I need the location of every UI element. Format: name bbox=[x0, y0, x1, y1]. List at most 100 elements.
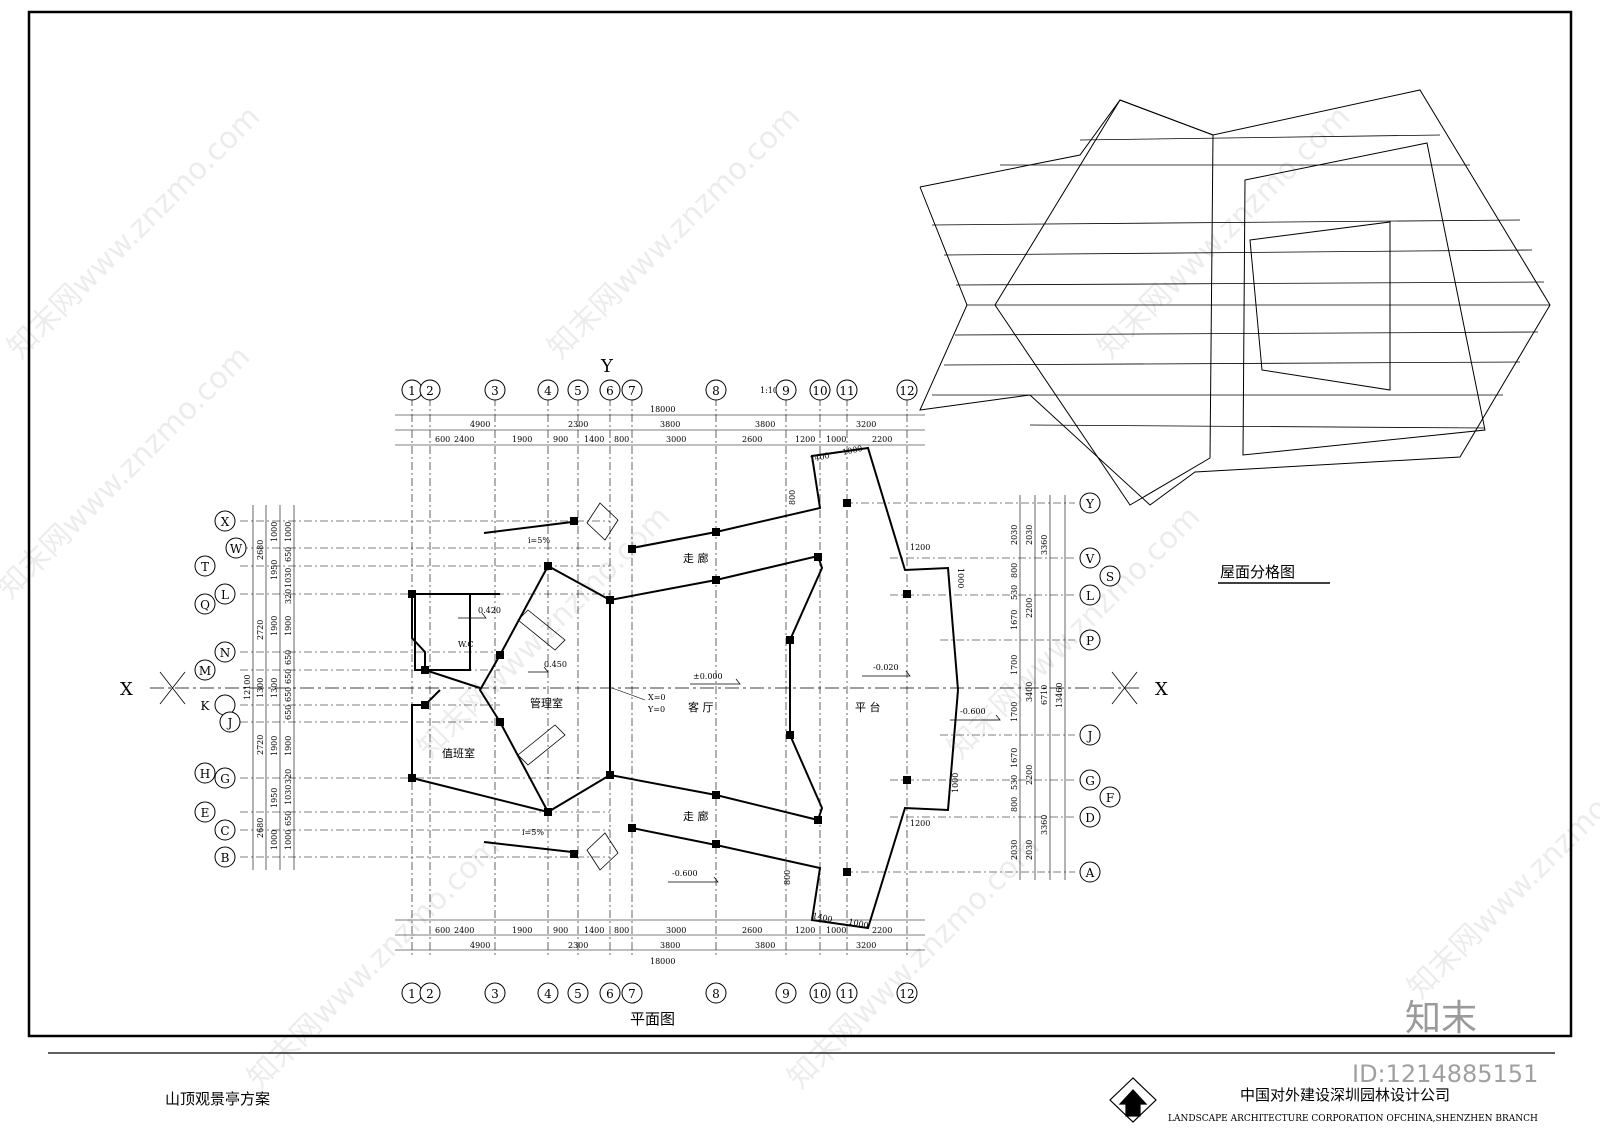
dim-left-col4: 1000 650 1030 320 1900 650 650 650 650 1… bbox=[284, 522, 293, 850]
svg-text:E: E bbox=[201, 806, 210, 820]
svg-text:800: 800 bbox=[614, 435, 629, 444]
svg-text:320: 320 bbox=[284, 769, 293, 784]
svg-text:1000: 1000 bbox=[270, 522, 279, 542]
svg-text:D: D bbox=[1085, 811, 1095, 825]
origin-x: X=0 bbox=[648, 693, 666, 702]
svg-text:1000: 1000 bbox=[284, 522, 293, 542]
svg-text:3800: 3800 bbox=[755, 420, 775, 429]
svg-text:12100: 12100 bbox=[243, 675, 252, 700]
svg-text:V: V bbox=[1085, 552, 1095, 566]
svg-text:800: 800 bbox=[788, 490, 797, 505]
svg-text:S: S bbox=[1106, 570, 1114, 584]
svg-text:1030: 1030 bbox=[284, 785, 293, 805]
company-en: LANDSCAPE ARCHITECTURE CORPORATION OFCHI… bbox=[1168, 1114, 1538, 1124]
corner-dims-top: 1400 1000 800 1200 1000 bbox=[788, 444, 965, 588]
dimension-lines-left bbox=[252, 495, 1066, 880]
svg-text:8: 8 bbox=[712, 384, 720, 398]
svg-text:1670: 1670 bbox=[1010, 610, 1019, 630]
svg-text:1950: 1950 bbox=[270, 560, 279, 580]
svg-text:6: 6 bbox=[606, 384, 614, 398]
level-marks bbox=[458, 612, 1001, 883]
svg-text:2030: 2030 bbox=[1010, 525, 1019, 545]
svg-text:1200: 1200 bbox=[795, 926, 815, 935]
svg-text:J: J bbox=[226, 716, 233, 730]
grid-labels-bottom: 1 2 3 4 5 6 7 8 9 10 11 12 bbox=[408, 987, 914, 1001]
svg-text:1200: 1200 bbox=[910, 819, 930, 828]
svg-text:2300: 2300 bbox=[568, 420, 588, 429]
svg-text:1700: 1700 bbox=[1010, 702, 1019, 722]
level-wc: 0.420 bbox=[478, 606, 501, 615]
svg-text:3: 3 bbox=[491, 384, 499, 398]
svg-text:9: 9 bbox=[782, 384, 790, 398]
svg-text:2200: 2200 bbox=[1025, 598, 1034, 618]
svg-text:2300: 2300 bbox=[568, 941, 588, 950]
grid-bubbles-bottom bbox=[401, 982, 918, 1004]
svg-text:G: G bbox=[220, 772, 230, 786]
origin-y: Y=0 bbox=[647, 705, 665, 714]
svg-text:G: G bbox=[1085, 774, 1095, 788]
svg-text:600: 600 bbox=[435, 926, 450, 935]
corner-dims-bottom: 1400 1000 800 1200 1000 bbox=[783, 773, 960, 931]
grid-labels-top: 1 2 3 4 5 6 7 8 9 10 11 12 bbox=[408, 384, 914, 398]
scale-label: 1:100 bbox=[760, 386, 783, 395]
svg-text:4900: 4900 bbox=[470, 420, 490, 429]
dim-row1-top: 4900 2300 3800 3800 3200 bbox=[470, 420, 876, 429]
svg-text:320: 320 bbox=[284, 589, 293, 604]
svg-text:800: 800 bbox=[1010, 797, 1019, 812]
svg-text:3800: 3800 bbox=[755, 941, 775, 950]
svg-text:4900: 4900 bbox=[470, 941, 490, 950]
dim-right-col4: 2030 800 530 1670 1700 1700 1670 530 800… bbox=[1010, 525, 1019, 860]
svg-text:2400: 2400 bbox=[454, 435, 474, 444]
dim-row1-bottom: 4900 2300 3800 3800 3200 bbox=[470, 941, 876, 950]
svg-text:知末网www.znzmo.com: 知末网www.znzmo.com bbox=[0, 339, 257, 605]
origin-leader bbox=[611, 687, 646, 701]
svg-text:C: C bbox=[220, 824, 229, 838]
level-living: ±0.000 bbox=[693, 672, 723, 681]
svg-text:N: N bbox=[220, 646, 231, 660]
svg-text:M: M bbox=[199, 664, 211, 678]
company-logo bbox=[1109, 1077, 1157, 1123]
svg-text:1900: 1900 bbox=[270, 616, 279, 636]
svg-text:8: 8 bbox=[712, 987, 720, 1001]
svg-text:2030: 2030 bbox=[1010, 840, 1019, 860]
svg-text:1300: 1300 bbox=[256, 678, 265, 698]
svg-text:5: 5 bbox=[574, 384, 582, 398]
svg-text:知末网www.znzmo.com: 知末网www.znzmo.com bbox=[541, 99, 807, 365]
company-cn: 中国对外建设深圳园林设计公司 bbox=[1240, 1086, 1450, 1104]
watermark-brand: 知末 bbox=[1405, 998, 1477, 1039]
svg-text:12: 12 bbox=[899, 987, 914, 1001]
svg-text:1030: 1030 bbox=[284, 568, 293, 588]
svg-text:11: 11 bbox=[839, 384, 854, 398]
svg-text:1000: 1000 bbox=[951, 773, 960, 793]
svg-text:1000: 1000 bbox=[284, 830, 293, 850]
svg-text:1900: 1900 bbox=[284, 616, 293, 636]
svg-text:2680: 2680 bbox=[256, 818, 265, 838]
svg-text:3360: 3360 bbox=[1040, 815, 1049, 835]
svg-text:2720: 2720 bbox=[256, 735, 265, 755]
svg-text:530: 530 bbox=[1010, 775, 1019, 790]
svg-text:1400: 1400 bbox=[584, 435, 604, 444]
level-outer-right: -0.600 bbox=[960, 707, 986, 716]
svg-text:1: 1 bbox=[408, 384, 416, 398]
svg-text:L: L bbox=[1086, 589, 1094, 603]
svg-text:3360: 3360 bbox=[1040, 535, 1049, 555]
dim-total-bottom: 18000 bbox=[650, 957, 675, 966]
svg-text:Q: Q bbox=[200, 598, 210, 612]
room-corridor-bottom: 走 廊 bbox=[683, 809, 709, 823]
svg-text:知末网www.znzmo.com: 知末网www.znzmo.com bbox=[781, 829, 1047, 1095]
svg-text:1000: 1000 bbox=[826, 926, 846, 935]
svg-text:1300: 1300 bbox=[270, 678, 279, 698]
svg-text:1000: 1000 bbox=[956, 568, 965, 588]
svg-text:2: 2 bbox=[426, 987, 434, 1001]
svg-text:K: K bbox=[201, 699, 211, 713]
room-duty: 值班室 bbox=[442, 746, 475, 760]
svg-text:1670: 1670 bbox=[1010, 748, 1019, 768]
svg-text:3200: 3200 bbox=[856, 420, 876, 429]
svg-text:知末网www.znzmo.com: 知末网www.znzmo.com bbox=[241, 829, 507, 1095]
dim-total-top: 18000 bbox=[650, 405, 675, 414]
svg-text:6: 6 bbox=[606, 987, 614, 1001]
svg-text:A: A bbox=[1085, 866, 1095, 880]
grid-bubbles-left bbox=[194, 510, 247, 868]
project-name: 山顶观景亭方案 bbox=[165, 1090, 270, 1108]
svg-text:650: 650 bbox=[284, 705, 293, 720]
